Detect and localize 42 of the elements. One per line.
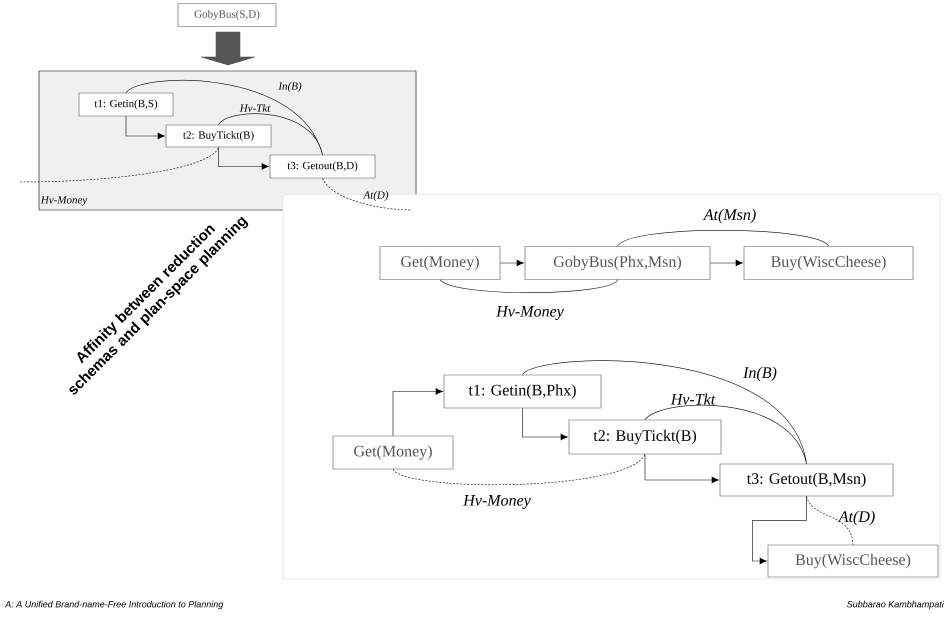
link-curve <box>617 230 829 246</box>
dashed-link <box>392 454 646 486</box>
dashed-link <box>806 496 854 545</box>
dashed-link <box>20 147 219 182</box>
step-box: t2: BuyTickt(B) <box>166 124 272 148</box>
step-box: GobyBus(Phx,Msn) <box>524 246 710 280</box>
arrow <box>522 408 568 440</box>
arrow <box>644 454 719 484</box>
edge-label: Hv-Tkt <box>670 393 716 405</box>
step-box: GobyBus(S,D) <box>178 3 276 27</box>
edge-label: At(Msn) <box>702 208 756 224</box>
arrow <box>752 496 807 564</box>
arrow <box>710 260 743 266</box>
arrow <box>126 116 165 140</box>
dashed-link <box>322 178 412 210</box>
arrow <box>500 260 524 266</box>
link-curve <box>218 113 323 155</box>
step-box: Buy(WiscCheese) <box>744 246 914 280</box>
step-box: t1: Getin(B,S) <box>78 92 174 116</box>
link-curve <box>440 280 618 293</box>
footer-text: Subbarao Kambhampati <box>847 600 944 610</box>
edge-label: Hv-Money <box>463 495 531 509</box>
link-curve <box>522 360 807 464</box>
edge-label: Hv-Money <box>496 306 564 320</box>
link-curve <box>126 80 323 155</box>
step-box: t3: Getout(B,D) <box>270 154 376 178</box>
edge-label: At(D) <box>362 191 388 201</box>
step-box: Get(Money) <box>380 246 500 280</box>
arrow <box>218 147 269 170</box>
footer-text: A: A Unified Brand-name-Free Introduction to Planning <box>4 600 224 610</box>
edge-label: Hv-Money <box>40 196 88 206</box>
link-curve <box>644 404 807 464</box>
edge-label: In(B) <box>278 82 302 92</box>
edge-label: Hv-Tkt <box>240 104 270 112</box>
edge-label: In(B) <box>743 366 776 382</box>
step-box: t1: Getin(B,Phx) <box>444 374 602 408</box>
step-box: t2: BuyTickt(B) <box>568 420 722 454</box>
edge-label: At(D) <box>838 510 875 526</box>
step-box: Buy(WiscCheese) <box>768 544 938 578</box>
step-box: Get(Money) <box>332 436 454 470</box>
step-box: t3: Getout(B,Msn) <box>720 464 894 496</box>
arrow <box>392 388 443 436</box>
